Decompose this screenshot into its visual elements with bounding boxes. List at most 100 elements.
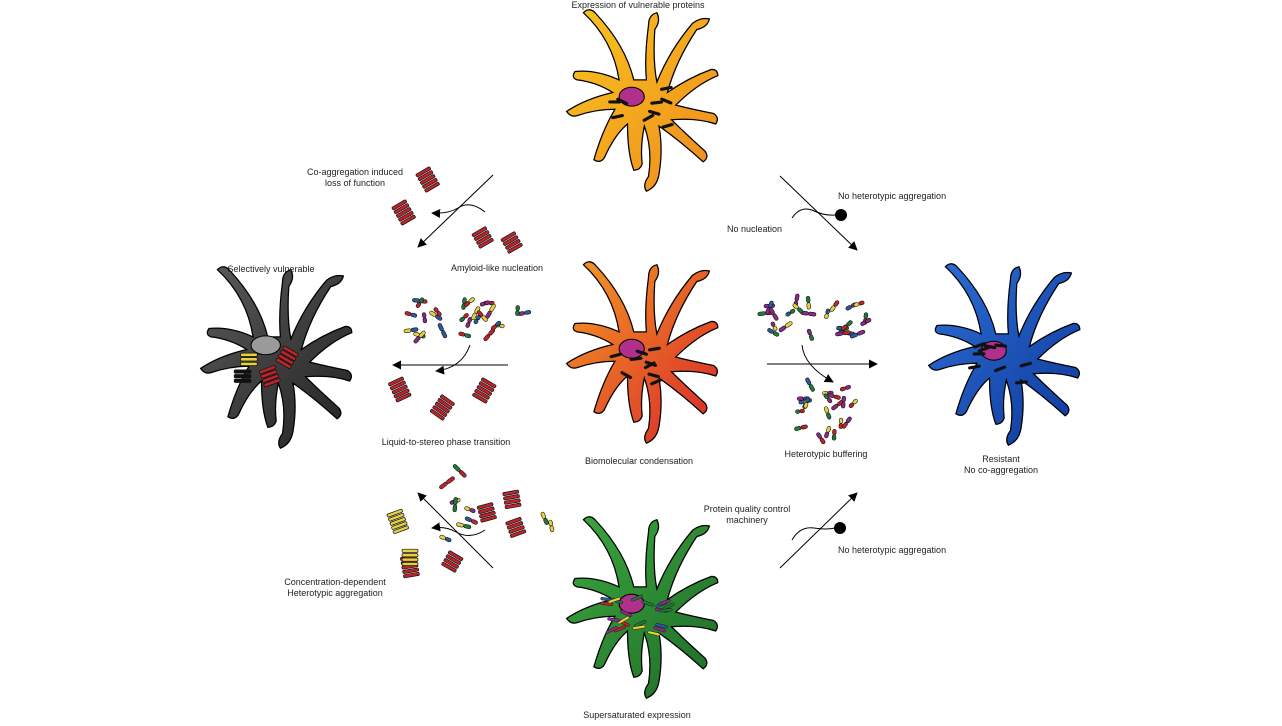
- cell-proteins-bottom: [600, 594, 675, 637]
- protein-molecule: [471, 306, 481, 321]
- amyloid-fibril: [275, 345, 299, 369]
- intracellular-protein: [617, 616, 630, 625]
- caption-right-line-2: No co-aggregation: [963, 465, 1039, 475]
- intracellular-protein: [655, 623, 668, 629]
- fibrils-stereo-transition: [388, 376, 497, 421]
- intracellular-protein: [647, 346, 661, 352]
- intracellular-protein: [647, 372, 661, 379]
- intracellular-protein: [607, 617, 621, 622]
- arrow-bottom-left: [417, 492, 494, 569]
- intracellular-protein: [968, 364, 981, 370]
- caption-right-line-1: Resistant: [982, 454, 1020, 464]
- intracellular-protein: [642, 113, 655, 122]
- protein-molecule: [806, 328, 814, 341]
- amyloid-fibril: [441, 550, 464, 573]
- amyloid-fibril: [258, 365, 281, 388]
- amyloid-fibril: [240, 352, 258, 367]
- caption-center-cell: Biomolecular condensation: [584, 456, 694, 466]
- intracellular-protein: [620, 371, 633, 380]
- protein-molecule: [823, 406, 832, 420]
- intracellular-protein: [609, 352, 623, 359]
- intracellular-protein: [972, 352, 986, 356]
- protein-molecule: [824, 426, 832, 439]
- neuron-top: [565, 9, 719, 192]
- protein-molecule: [452, 464, 467, 478]
- protein-molecule: [439, 476, 455, 490]
- intracellular-protein: [659, 85, 673, 91]
- amyloid-fibril: [500, 231, 523, 254]
- label-pqc-line-1: Protein quality control: [703, 504, 791, 514]
- caption-top-cell: Expression of vulnerable proteins: [571, 0, 705, 10]
- label-coaggregation-line-1: Co-aggregation induced: [306, 167, 404, 177]
- label-concentration-line-2: Heterotypic aggregation: [287, 588, 383, 598]
- amyloid-fibril: [471, 226, 494, 249]
- protein-molecule: [515, 305, 520, 316]
- protein-molecule: [805, 295, 811, 310]
- intracellular-protein: [973, 341, 986, 349]
- intracellular-protein: [658, 599, 671, 606]
- protein-molecule: [816, 432, 826, 445]
- protein-molecule: [803, 396, 811, 409]
- neuron-right: [927, 263, 1081, 446]
- label-coaggregation-line-2: loss of function: [324, 178, 386, 188]
- proteins-condensate-left: [403, 297, 532, 344]
- protein-molecule: [464, 516, 478, 525]
- protein-molecule: [841, 320, 853, 331]
- intracellular-protein: [1014, 380, 1028, 385]
- amyloid-fibril: [502, 489, 522, 510]
- arrow-top-left: [417, 174, 494, 248]
- intracellular-protein: [600, 601, 614, 607]
- protein-molecule: [795, 408, 805, 414]
- fibrils-coaggregation: [391, 166, 523, 254]
- intracellular-protein: [632, 625, 646, 630]
- protein-molecule: [823, 393, 833, 404]
- amyloid-fibril: [391, 199, 416, 226]
- label-concentration-heterotypic: Concentration-dependent Heterotypic aggr…: [284, 577, 386, 599]
- intracellular-protein: [619, 609, 633, 617]
- protein-molecule: [452, 497, 458, 513]
- protein-molecule: [849, 329, 866, 339]
- neuron-left: [199, 266, 353, 449]
- protein-molecule: [458, 331, 472, 339]
- intracellular-protein: [659, 608, 673, 613]
- intracellular-protein: [649, 378, 663, 386]
- protein-molecule: [473, 314, 481, 325]
- protein-molecule: [853, 300, 865, 307]
- protein-molecule: [413, 330, 426, 344]
- protein-molecule: [841, 395, 846, 409]
- protein-molecule: [824, 308, 831, 320]
- intracellular-protein: [647, 109, 661, 116]
- protein-molecule: [839, 384, 851, 392]
- proteins-condensate-right: [757, 293, 872, 341]
- intracellular-protein: [613, 625, 627, 633]
- neuron-center: [565, 261, 719, 444]
- arrow-bottom-right: [779, 492, 858, 569]
- intracellular-protein: [629, 356, 643, 362]
- intracellular-protein: [983, 344, 997, 350]
- label-concentration-line-1: Concentration-dependent: [284, 577, 386, 587]
- arrow-center-right: [767, 344, 878, 383]
- protein-molecule: [404, 311, 418, 318]
- intracellular-protein: [641, 600, 655, 607]
- protein-molecule: [479, 300, 490, 307]
- label-pqc-line-2: machinery: [726, 515, 768, 525]
- amyloid-fibril: [415, 166, 440, 193]
- label-no-nucleation: No nucleation: [727, 224, 783, 234]
- intracellular-protein: [653, 626, 667, 633]
- arrow-center-left: [392, 344, 508, 375]
- protein-molecule: [415, 297, 425, 308]
- protein-molecule: [835, 330, 851, 337]
- protein-molecule: [794, 424, 808, 431]
- protein-molecule: [485, 303, 496, 319]
- intracellular-protein: [634, 620, 647, 628]
- protein-molecule: [463, 297, 475, 307]
- amyloid-fibril: [476, 502, 497, 523]
- intracellular-protein: [630, 594, 644, 602]
- protein-molecule: [827, 392, 841, 400]
- protein-molecule: [841, 416, 852, 429]
- protein-molecule: [838, 417, 844, 429]
- fibrils-heterotypic: [386, 489, 527, 579]
- protein-molecule: [805, 377, 815, 392]
- protein-molecule: [860, 317, 872, 326]
